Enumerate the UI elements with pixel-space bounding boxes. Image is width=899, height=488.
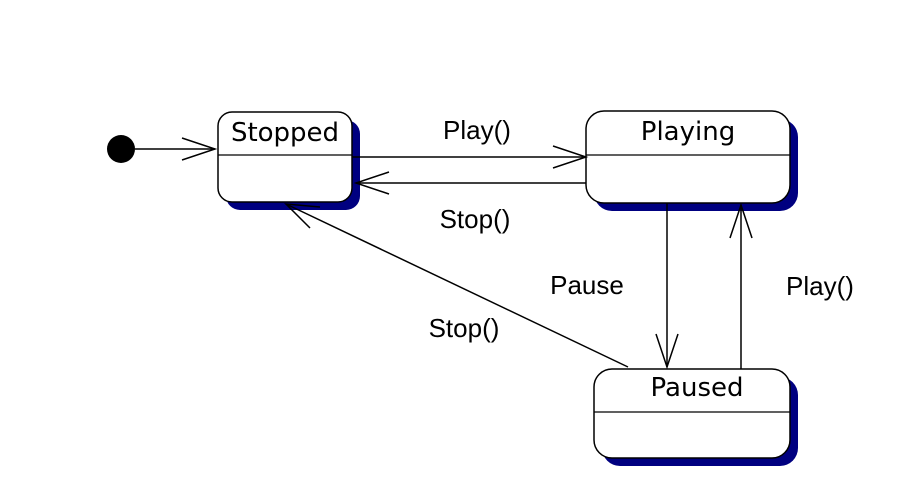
label-stop-playing-to-stopped: Stop() [440, 204, 511, 234]
transition-paused-to-playing [729, 202, 753, 369]
initial-transition-arrow [135, 137, 218, 161]
state-name-stopped: Stopped [231, 118, 339, 148]
state-stopped[interactable]: Stopped [217, 111, 360, 210]
transition-stopped-to-playing [352, 145, 589, 169]
state-playing[interactable]: Playing [585, 110, 798, 211]
state-paused[interactable]: Paused [593, 368, 798, 466]
state-name-playing: Playing [641, 117, 735, 147]
state-name-paused: Paused [651, 373, 744, 403]
label-play-paused-to-playing: Play() [786, 271, 854, 301]
state-box [593, 368, 791, 459]
label-play-stopped-to-playing: Play() [443, 115, 511, 145]
label-pause: Pause [550, 270, 624, 300]
label-stop-paused-to-stopped: Stop() [429, 313, 500, 343]
transition-playing-to-paused [655, 203, 679, 370]
transition-playing-to-stopped [353, 171, 586, 195]
initial-state-dot [107, 135, 135, 163]
transition-paused-to-stopped [284, 203, 629, 368]
